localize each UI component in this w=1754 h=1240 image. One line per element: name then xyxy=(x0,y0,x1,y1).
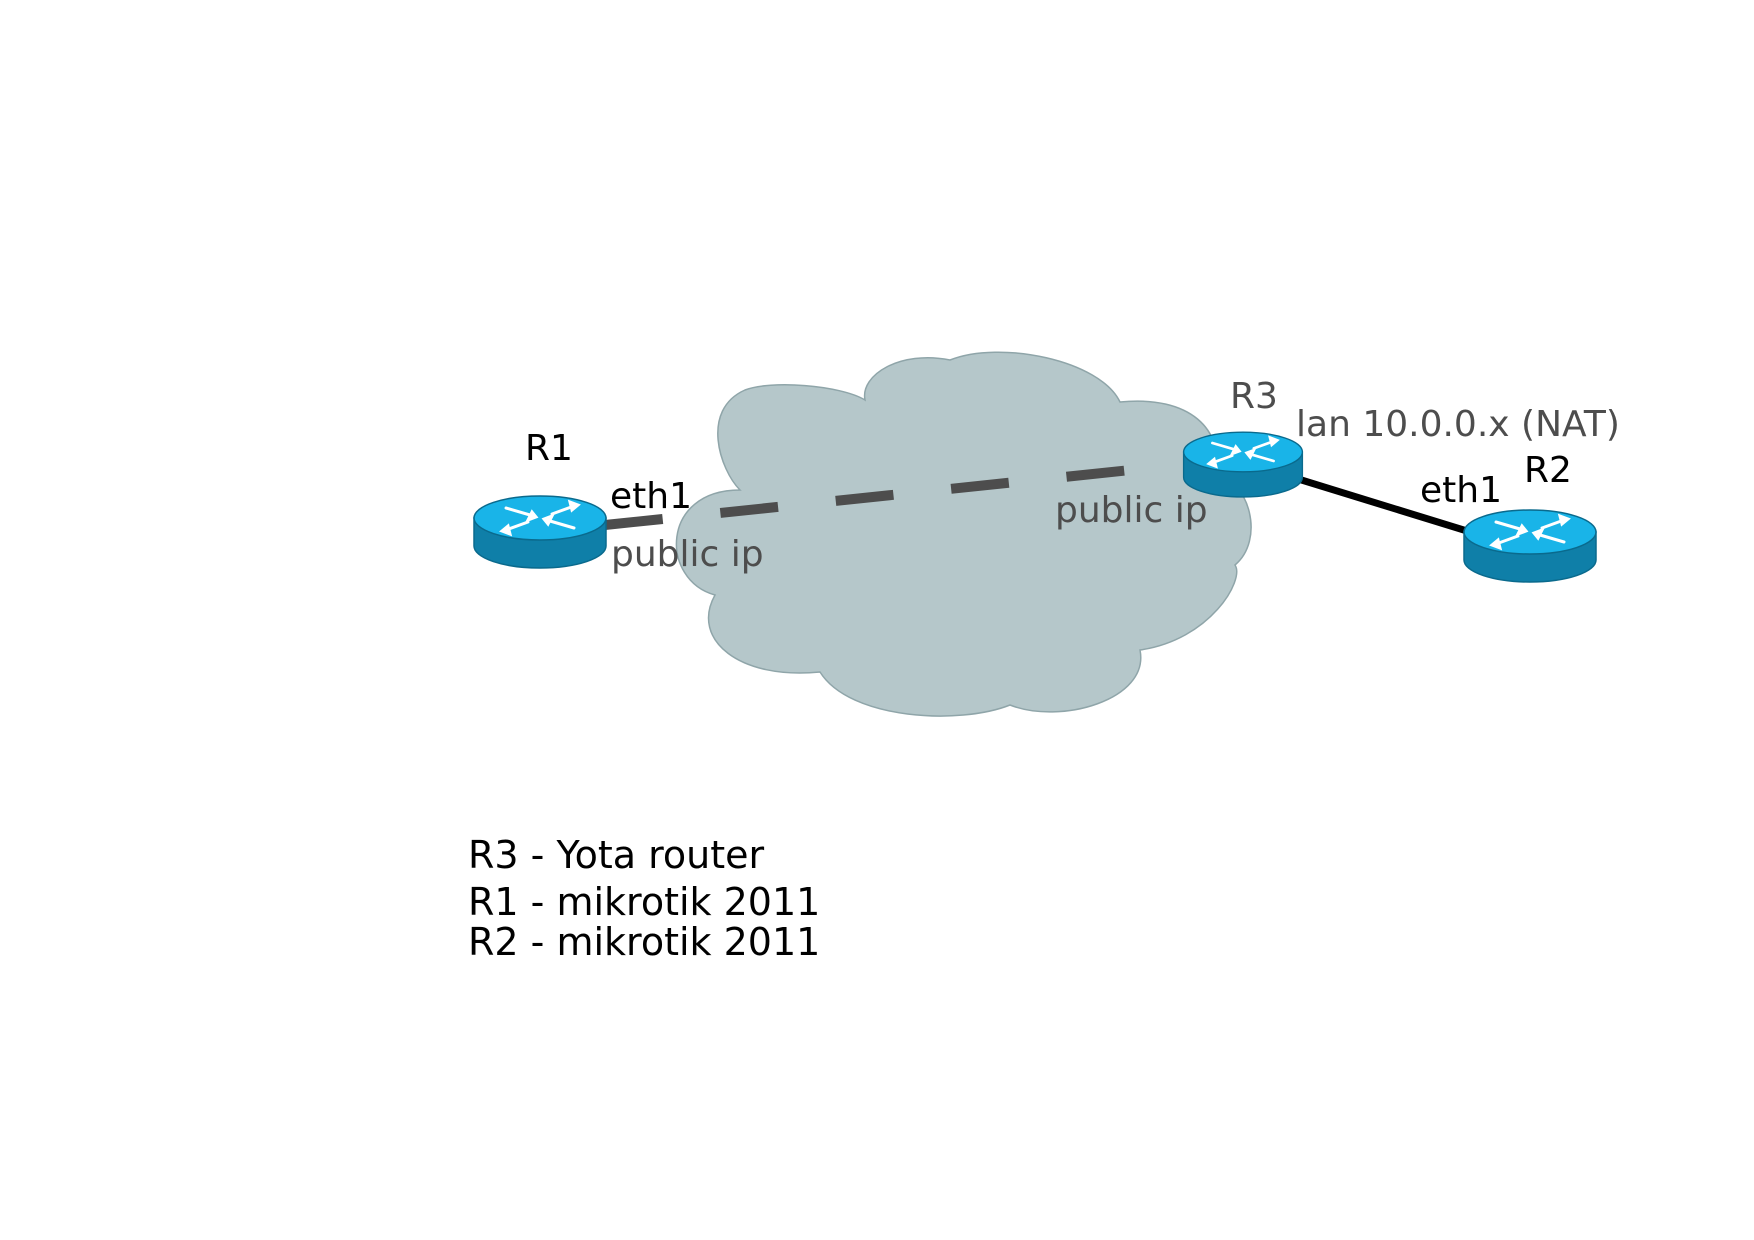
router-r1-icon xyxy=(472,494,608,570)
dashed-link-r1-r3 xyxy=(604,463,1151,530)
legend: R3 - Yota router R1 - mikrotik 2011 R2 -… xyxy=(468,833,820,964)
router-r2-name: R2 xyxy=(1524,450,1572,491)
router-r1-port: eth1 xyxy=(610,476,692,517)
router-r2-icon xyxy=(1462,508,1598,584)
router-r2-port: eth1 xyxy=(1420,470,1502,511)
router-r3-ip: public ip xyxy=(1055,490,1208,531)
legend-item: R3 - Yota router xyxy=(468,833,765,877)
router-r1-name: R1 xyxy=(525,428,573,469)
router-r3-name: R3 xyxy=(1230,376,1278,417)
router-r3-icon xyxy=(1182,430,1304,499)
internet-cloud-icon xyxy=(675,351,1252,717)
router-r1-ip: public ip xyxy=(611,534,764,575)
router-r3-lan: lan 10.0.0.x (NAT) xyxy=(1296,404,1620,445)
legend-item: R2 - mikrotik 2011 xyxy=(468,920,820,964)
legend-item: R1 - mikrotik 2011 xyxy=(468,880,820,924)
solid-link-r3-r2 xyxy=(1293,474,1482,539)
